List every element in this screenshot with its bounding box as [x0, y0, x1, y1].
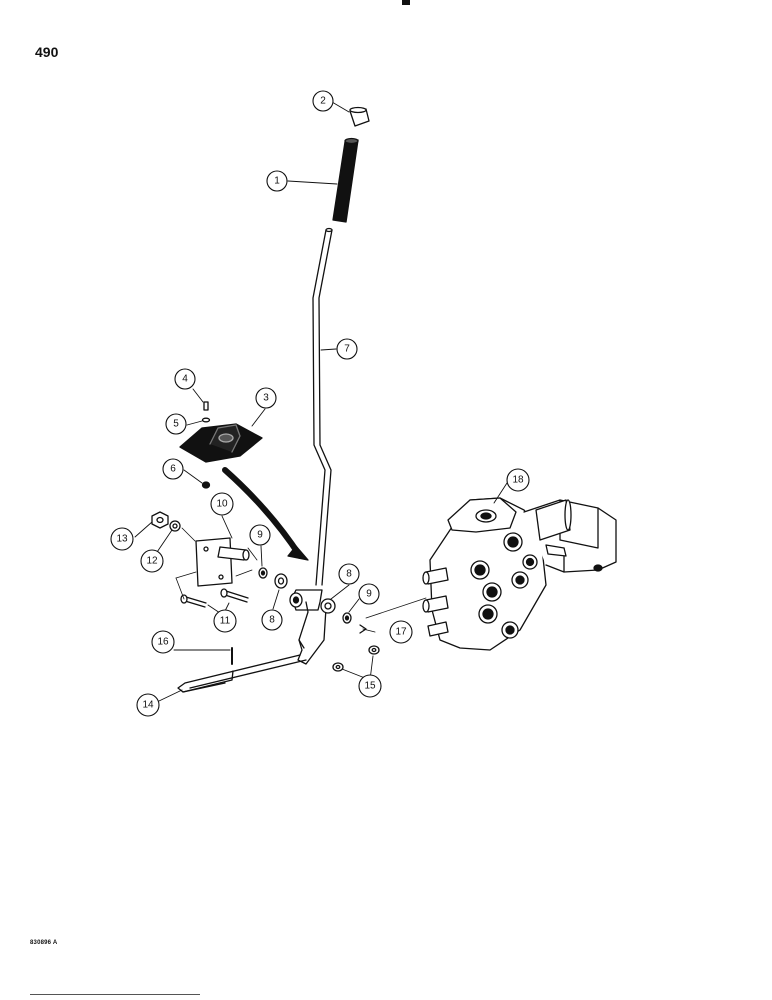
callout-10: 10: [210, 492, 234, 516]
svg-text:4: 4: [182, 374, 188, 385]
callout-15: 15: [358, 674, 382, 698]
svg-text:7: 7: [344, 344, 350, 355]
callout-5: 5: [165, 413, 187, 435]
part-washer-8-left: [274, 573, 288, 589]
assembly-lines: [175, 527, 427, 619]
page-number: 490: [35, 44, 59, 60]
part-washers-15: [332, 645, 380, 672]
part-washer-9-left: [258, 567, 268, 579]
svg-text:11: 11: [220, 616, 231, 627]
svg-text:12: 12: [146, 556, 158, 567]
figure-code: 830896 A: [30, 940, 58, 946]
callout-13: 13: [110, 527, 134, 551]
svg-text:9: 9: [257, 530, 263, 541]
svg-text:15: 15: [364, 681, 376, 692]
svg-text:18: 18: [512, 475, 524, 486]
callout-4: 4: [174, 368, 196, 390]
svg-text:2: 2: [320, 96, 326, 107]
part-cap: [349, 106, 370, 127]
part-clip-17: [359, 624, 367, 634]
callout-8-right: 8: [338, 563, 360, 585]
svg-text:8: 8: [346, 569, 352, 580]
callout-7: 7: [336, 338, 358, 360]
bottom-rule: [30, 994, 200, 995]
callout-11: 11: [213, 609, 237, 633]
callout-14: 14: [136, 693, 160, 717]
callout-16: 16: [151, 630, 175, 654]
callout-2: 2: [312, 90, 334, 112]
part-bracket: [195, 537, 250, 587]
svg-text:17: 17: [395, 627, 407, 638]
part-nut-small: [201, 481, 211, 489]
part-screw: [203, 401, 209, 411]
top-edge-mark: [402, 0, 410, 5]
callout-18: 18: [506, 468, 530, 492]
part-boot: [179, 423, 309, 561]
part-control-valve: [422, 497, 617, 651]
svg-text:13: 13: [116, 534, 128, 545]
callout-12: 12: [140, 549, 164, 573]
callout-17: 17: [389, 620, 413, 644]
callout-9-right: 9: [358, 583, 380, 605]
part-bolts: [180, 588, 249, 608]
svg-text:14: 14: [142, 700, 154, 711]
callout-8-left: 8: [261, 609, 283, 631]
callout-3: 3: [255, 387, 277, 409]
part-washer-8-right: [320, 598, 336, 614]
part-pedal-loop: [177, 654, 307, 693]
callout-1: 1: [266, 170, 288, 192]
svg-text:10: 10: [216, 499, 228, 510]
svg-text:9: 9: [366, 589, 372, 600]
svg-text:5: 5: [173, 419, 179, 430]
svg-text:16: 16: [157, 637, 169, 648]
part-nut-13: [151, 511, 169, 529]
svg-text:8: 8: [269, 615, 275, 626]
svg-text:3: 3: [263, 393, 269, 404]
callout-6: 6: [162, 458, 184, 480]
callout-9-left: 9: [249, 524, 271, 546]
part-knob: [332, 137, 359, 223]
callouts: 2 1 7 4 3 5 6 18 10 13 9 12 8 9 11 8 17 …: [110, 90, 530, 717]
part-washer-12: [169, 520, 181, 532]
svg-text:1: 1: [274, 176, 280, 187]
part-washer-9-right: [342, 612, 352, 624]
part-washer-small: [201, 417, 211, 423]
svg-text:6: 6: [170, 464, 176, 475]
part-lever: [289, 227, 333, 665]
